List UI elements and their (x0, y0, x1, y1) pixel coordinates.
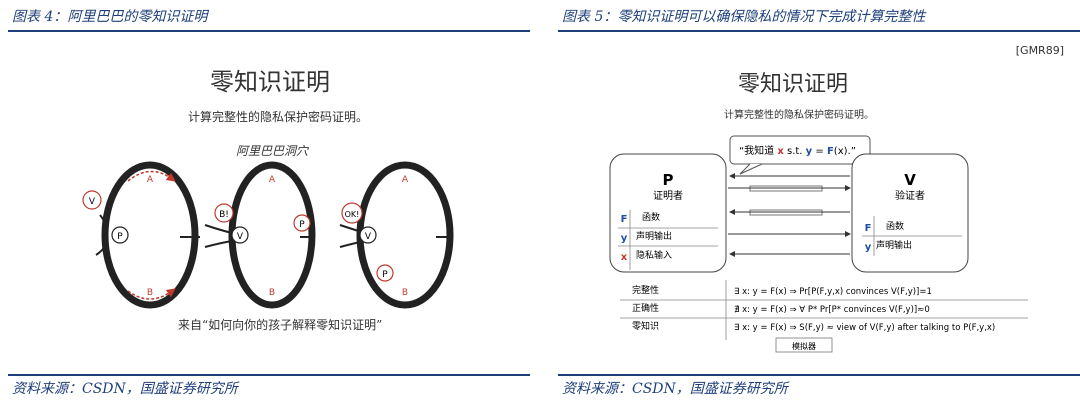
reference-tag: [GMR89] (1015, 44, 1064, 57)
claim-bubble: “我知道 x s.t. y = F(x).” (729, 135, 871, 175)
prover-row-3-key: x (621, 252, 628, 263)
caption-rule (558, 30, 1080, 32)
verifier-row-1-value: 函数 (886, 220, 904, 232)
figure-4-caption: 图表 4：阿里巴巴的零知识证明 (12, 9, 208, 25)
cave-2-b: B (269, 288, 275, 298)
right-slide-subtitle: 计算完整性的隐私保护密码证明。 (724, 110, 874, 121)
cave-3-extra: OK! (345, 210, 360, 219)
property-3-formula: ∃ x: y = F(x) ⇒ S(F,y) ≈ view of V(F,y) … (734, 323, 995, 333)
prover-letter: P (663, 171, 674, 189)
cave-label: 阿里巴巴洞穴 (236, 144, 309, 158)
prover-role: 证明者 (653, 190, 683, 202)
cave-1: V P A B (82, 161, 200, 309)
source-rule (8, 374, 530, 376)
left-slide-title: 零知识证明 (210, 68, 330, 96)
verifier-box: V 验证者 F 函数 y 声明输出 (851, 153, 969, 273)
property-2-name: 正确性 (632, 302, 659, 314)
claim-text: “我知道 x s.t. y = F(x).” (739, 144, 856, 157)
property-2-formula: ∄ x: y = F(x) ⇒ ∀ P* Pr[P* convinces V(F… (734, 305, 930, 315)
property-3-name: 零知识 (632, 320, 659, 332)
cave-1-b: B (147, 288, 153, 298)
cave-2-p: P (299, 220, 305, 230)
property-1-formula: ∃ x: y = F(x) ⇒ Pr[P(F,y,x) convinces V(… (734, 287, 932, 297)
figure-5-caption: 图表 5：零知识证明可以确保隐私的情况下完成计算完整性 (562, 9, 926, 25)
prover-row-1-key: F (621, 214, 628, 225)
cave-3: OK! V P A B (339, 161, 454, 309)
cave-2: B! V P A B (204, 161, 316, 309)
cave-1-p: P (117, 232, 123, 242)
properties-table: 完整性 ∃ x: y = F(x) ⇒ Pr[P(F,y,x) convince… (620, 280, 1028, 353)
caption-rule (8, 30, 530, 32)
left-source: 资料来源：CSDN，国盛证券研究所 (12, 381, 238, 397)
cave-3-a: A (402, 175, 409, 185)
cave-1-a: A (147, 175, 154, 185)
property-1-name: 完整性 (632, 284, 659, 296)
right-slide-title: 零知识证明 (738, 72, 849, 97)
prover-row-2-value: 声明输出 (636, 230, 672, 242)
verifier-letter: V (904, 171, 916, 189)
prover-box: P 证明者 F 函数 y 声明输出 x 隐私输入 (609, 153, 727, 273)
simulator-label: 模拟器 (792, 341, 816, 351)
verifier-row-1-key: F (865, 223, 872, 234)
left-slide-subtitle: 计算完整性的隐私保护密码证明。 (188, 110, 369, 124)
alibaba-cave-diagram: V P A B B! V P A B OK! (82, 161, 454, 309)
verifier-row-2-key: y (865, 242, 872, 253)
prover-row-2-key: y (621, 233, 628, 244)
prover-row-3-value: 隐私输入 (636, 249, 672, 261)
right-source: 资料来源：CSDN，国盛证券研究所 (562, 381, 788, 397)
left-figure-panel: 图表 4：阿里巴巴的零知识证明 零知识证明 计算完整性的隐私保护密码证明。 阿里… (0, 0, 530, 401)
prover-row-1-value: 函数 (642, 211, 660, 223)
zkp-protocol-diagram: “我知道 x s.t. y = F(x).” P 证明者 F 函数 y 声明输出… (609, 135, 1028, 353)
source-rule (558, 374, 1080, 376)
cave-2-v: V (237, 232, 244, 242)
cave-footer-text: 来自“如何向你的孩子解释零知识证明” (178, 318, 383, 332)
cave-3-v: V (365, 232, 372, 242)
cave-2-a: A (269, 175, 276, 185)
message-arrows (728, 173, 851, 257)
cave-1-v: V (89, 197, 96, 207)
verifier-row-2-value: 声明输出 (876, 239, 912, 251)
cave-2-extra: B! (219, 210, 229, 220)
cave-3-p: P (382, 270, 388, 280)
right-figure-panel: 图表 5：零知识证明可以确保隐私的情况下完成计算完整性 [GMR89] 零知识证… (550, 0, 1080, 401)
cave-3-b: B (402, 288, 408, 298)
verifier-role: 验证者 (895, 189, 925, 202)
